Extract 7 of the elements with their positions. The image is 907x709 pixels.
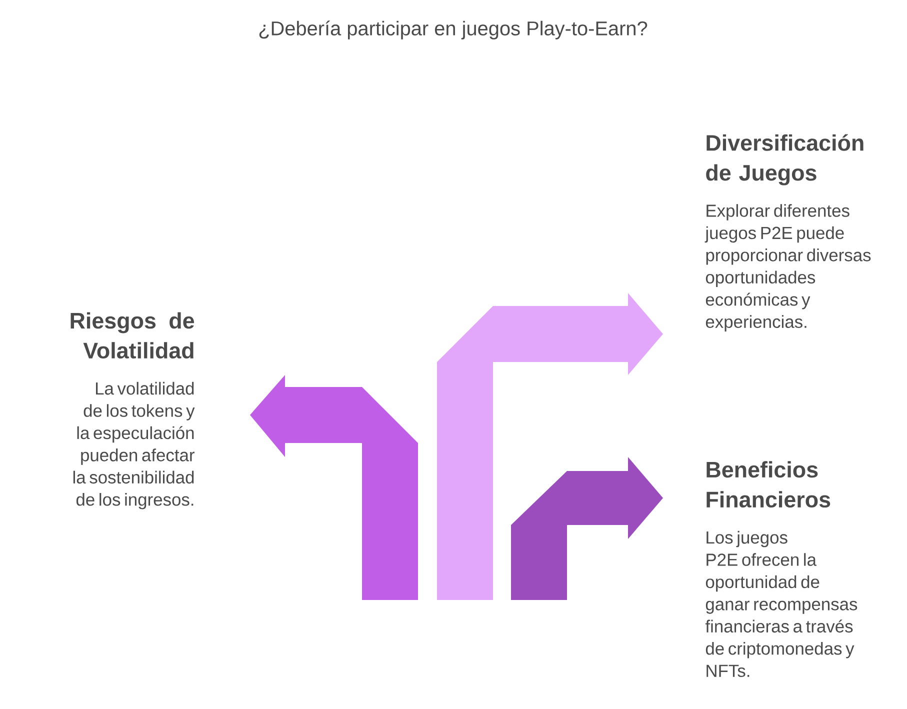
description: La volatilidad de los tokens y la especulación pueden afectar la sostenibilidad de los ingresos.: [73, 382, 195, 510]
heading: Beneficios Financieros: [706, 461, 830, 508]
description: Los juegos P2E ofrecen la oportunidad de ganar recompensas financieras a través de criptomonedas y NFTs.: [705, 530, 858, 678]
heading: Diversificación de Juegos: [706, 134, 864, 186]
description: Explorar diferentes juegos P2E puede proporcionar diversas oportunidades económicas y experiencias.: [704, 204, 871, 332]
title: ¿Debería participar en juegos Play-to-Earn?: [259, 20, 648, 40]
heading: Riesgos de Volatilidad: [70, 312, 194, 359]
